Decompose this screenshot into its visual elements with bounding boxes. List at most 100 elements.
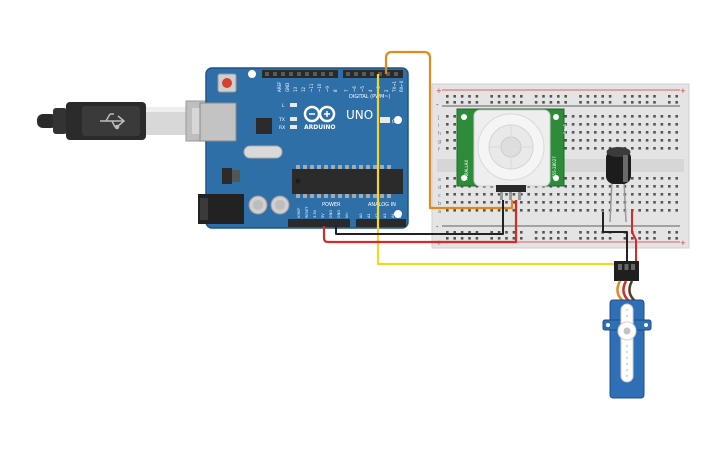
breadboard-hole[interactable] <box>579 123 582 126</box>
breadboard-hole[interactable] <box>453 237 456 240</box>
breadboard-hole[interactable] <box>564 231 567 234</box>
breadboard-hole[interactable] <box>653 147 656 150</box>
breadboard-hole[interactable] <box>645 237 649 240</box>
breadboard-hole[interactable] <box>475 193 479 196</box>
breadboard-hole[interactable] <box>579 201 582 204</box>
breadboard-hole[interactable] <box>571 185 575 188</box>
breadboard-hole[interactable] <box>675 131 678 134</box>
breadboard-hole[interactable] <box>653 123 656 126</box>
breadboard-hole[interactable] <box>549 193 553 196</box>
breadboard-hole[interactable] <box>668 185 671 188</box>
breadboard-hole[interactable] <box>623 139 627 142</box>
breadboard-hole[interactable] <box>675 95 678 98</box>
breadboard-hole[interactable] <box>660 209 664 212</box>
breadboard-hole[interactable] <box>497 193 501 196</box>
breadboard-hole[interactable] <box>653 201 656 204</box>
breadboard-hole[interactable] <box>460 193 464 196</box>
breadboard-hole[interactable] <box>453 185 456 188</box>
breadboard-hole[interactable] <box>512 193 516 196</box>
breadboard-hole[interactable] <box>645 131 649 134</box>
breadboard-hole[interactable] <box>505 231 508 234</box>
breadboard-hole[interactable] <box>660 131 664 134</box>
breadboard-hole[interactable] <box>675 115 678 118</box>
breadboard-hole[interactable] <box>638 123 641 126</box>
breadboard-hole[interactable] <box>608 123 612 126</box>
breadboard-hole[interactable] <box>520 193 523 196</box>
breadboard-hole[interactable] <box>608 193 612 196</box>
breadboard-hole[interactable] <box>571 147 575 150</box>
wire-black[interactable] <box>602 212 628 264</box>
breadboard-hole[interactable] <box>527 201 530 204</box>
breadboard-hole[interactable] <box>579 231 582 234</box>
breadboard-hole[interactable] <box>586 123 590 126</box>
breadboard-hole[interactable] <box>497 209 501 212</box>
breadboard-hole[interactable] <box>675 209 678 212</box>
breadboard-hole[interactable] <box>645 185 649 188</box>
pir-sensor[interactable]: PARALLAX 555-28027 Rev B <box>456 108 567 200</box>
breadboard-hole[interactable] <box>653 115 656 118</box>
breadboard-hole[interactable] <box>594 231 597 234</box>
breadboard-hole[interactable] <box>675 201 678 204</box>
breadboard-hole[interactable] <box>645 95 649 98</box>
breadboard-hole[interactable] <box>645 139 649 142</box>
breadboard-hole[interactable] <box>668 147 671 150</box>
breadboard-hole[interactable] <box>601 201 604 204</box>
breadboard-hole[interactable] <box>549 95 553 98</box>
breadboard-hole[interactable] <box>594 193 597 196</box>
breadboard-hole[interactable] <box>638 177 641 180</box>
breadboard-hole[interactable] <box>623 123 627 126</box>
breadboard-hole[interactable] <box>475 237 479 240</box>
breadboard-hole[interactable] <box>579 139 582 142</box>
breadboard-hole[interactable] <box>453 231 456 234</box>
breadboard-hole[interactable] <box>594 123 597 126</box>
breadboard-hole[interactable] <box>564 237 567 240</box>
breadboard-hole[interactable] <box>616 201 619 204</box>
breadboard-hole[interactable] <box>668 201 671 204</box>
breadboard-hole[interactable] <box>490 101 493 104</box>
breadboard-hole[interactable] <box>586 101 590 104</box>
breadboard-hole[interactable] <box>579 101 582 104</box>
breadboard-hole[interactable] <box>490 209 493 212</box>
wire-red[interactable] <box>322 200 518 244</box>
breadboard-hole[interactable] <box>631 123 634 126</box>
breadboard-hole[interactable] <box>564 201 567 204</box>
breadboard-hole[interactable] <box>505 101 508 104</box>
breadboard-hole[interactable] <box>594 201 597 204</box>
breadboard-hole[interactable] <box>608 95 612 98</box>
breadboard-hole[interactable] <box>446 231 449 234</box>
breadboard-hole[interactable] <box>446 115 449 118</box>
breadboard-hole[interactable] <box>579 177 582 180</box>
breadboard-hole[interactable] <box>446 101 449 104</box>
breadboard-hole[interactable] <box>645 115 649 118</box>
breadboard-hole[interactable] <box>631 147 634 150</box>
breadboard-hole[interactable] <box>579 237 582 240</box>
breadboard-hole[interactable] <box>623 237 627 240</box>
breadboard-hole[interactable] <box>601 193 604 196</box>
breadboard-hole[interactable] <box>668 95 671 98</box>
power-header[interactable] <box>288 219 406 227</box>
breadboard-hole[interactable] <box>645 201 649 204</box>
breadboard-hole[interactable] <box>460 95 464 98</box>
breadboard-hole[interactable] <box>460 209 464 212</box>
breadboard-hole[interactable] <box>616 123 619 126</box>
breadboard-hole[interactable] <box>601 177 604 180</box>
breadboard-hole[interactable] <box>497 201 501 204</box>
breadboard-hole[interactable] <box>645 209 649 212</box>
breadboard-hole[interactable] <box>594 237 597 240</box>
breadboard-hole[interactable] <box>453 201 456 204</box>
breadboard-hole[interactable] <box>542 209 545 212</box>
breadboard-hole[interactable] <box>616 139 619 142</box>
breadboard-hole[interactable] <box>453 123 456 126</box>
breadboard-hole[interactable] <box>653 101 656 104</box>
breadboard-hole[interactable] <box>675 237 678 240</box>
breadboard-hole[interactable] <box>468 237 471 240</box>
breadboard-hole[interactable] <box>453 193 456 196</box>
breadboard-hole[interactable] <box>579 185 582 188</box>
breadboard-hole[interactable] <box>653 139 656 142</box>
breadboard-hole[interactable] <box>675 231 678 234</box>
breadboard-hole[interactable] <box>616 131 619 134</box>
breadboard-hole[interactable] <box>571 131 575 134</box>
breadboard-hole[interactable] <box>571 139 575 142</box>
breadboard-hole[interactable] <box>468 201 471 204</box>
breadboard-hole[interactable] <box>446 209 449 212</box>
